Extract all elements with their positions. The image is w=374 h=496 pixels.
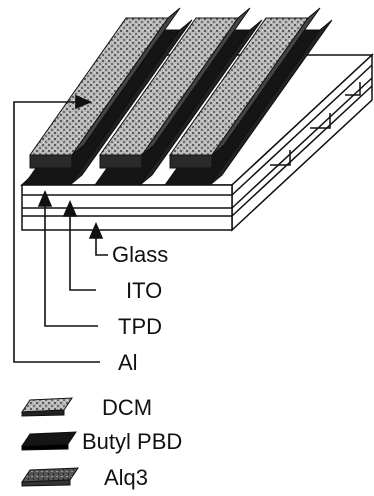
ito-label: ITO: [126, 278, 162, 303]
legend-label-alq3: Alq3: [104, 465, 148, 490]
legend-item-alq3: Alq3: [22, 465, 148, 490]
tpd-label: TPD: [118, 314, 162, 339]
legend-label-butyl-pbd: Butyl PBD: [82, 429, 182, 454]
legend-label-dcm: DCM: [102, 395, 152, 420]
al-label: Al: [118, 350, 138, 375]
legend-item-dcm: DCM: [22, 395, 152, 420]
legend-item-butyl-pbd: Butyl PBD: [22, 429, 182, 454]
glass-label: Glass: [112, 242, 168, 267]
legend: DCM Butyl PBD Alq3: [22, 395, 182, 490]
